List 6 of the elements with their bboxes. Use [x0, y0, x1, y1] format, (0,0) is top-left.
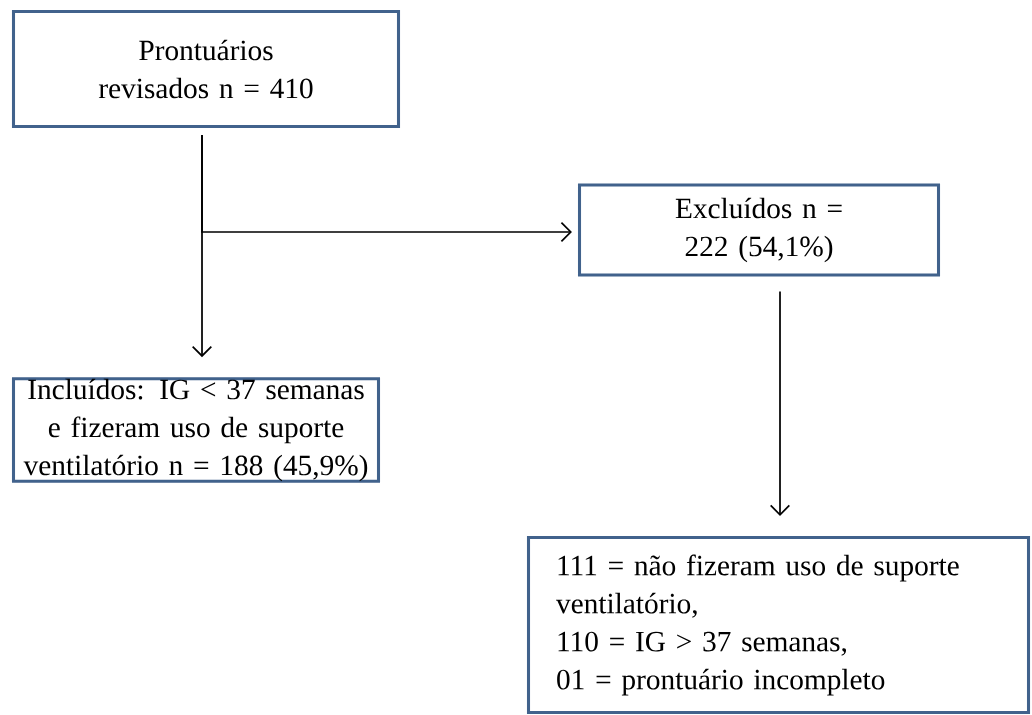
arrow	[201, 134, 572, 243]
flow-box: Prontuários revisados n = 410	[11, 9, 401, 129]
flow-box: 111 = não fizeram uso de suporte ventilatório, 110 = IG > 37 semanas, 01 = prontuário incompleto	[526, 535, 1031, 715]
flow-box: Incluídos: IG < 37 semanas e fizeram uso de suporte ventilatório n = 188 (45,9%)	[11, 377, 381, 483]
flow-box: Excluídos n = 222 (54,1%)	[577, 183, 941, 277]
arrow	[769, 290, 791, 516]
